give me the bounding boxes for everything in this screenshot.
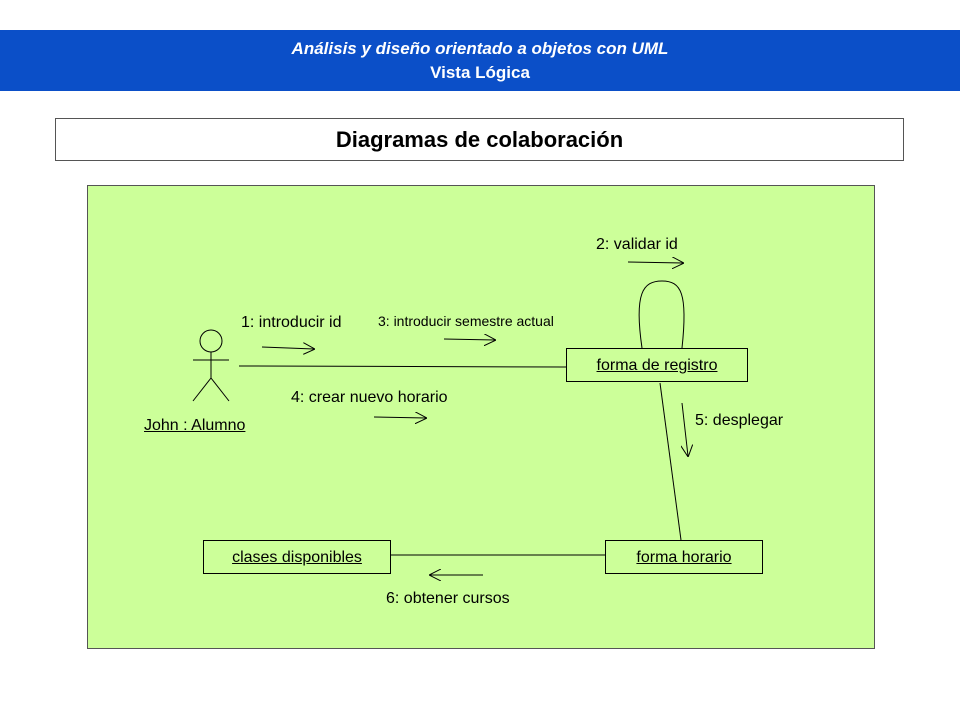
message-4-arrow — [373, 417, 426, 418]
slide-title: Diagramas de colaboración — [55, 118, 904, 161]
message-2-arrow — [627, 262, 683, 263]
object-clases-disponibles: clases disponibles — [203, 540, 391, 574]
link-registro-horario — [659, 382, 682, 541]
message-5-label: 5: desplegar — [695, 412, 784, 429]
header-view-name: Vista Lógica — [430, 63, 530, 82]
actor-label: John : Alumno — [144, 417, 246, 434]
message-3-label: 3: introducir semestre actual — [378, 313, 554, 329]
collaboration-diagram — [192, 185, 875, 649]
message-4-label: 4: crear nuevo horario — [291, 389, 448, 406]
header-banner: Análisis y diseño orientado a objetos co… — [0, 30, 960, 91]
actor-stick-figure — [192, 329, 230, 402]
message-2-label: 2: validar id — [596, 236, 678, 253]
message-6-label: 6: obtener cursos — [386, 590, 510, 607]
message-5-arrow — [682, 402, 688, 456]
link-actor-registro — [238, 365, 567, 368]
header-course-title: Análisis y diseño orientado a objetos co… — [291, 39, 669, 58]
message-3-arrow — [443, 339, 495, 340]
self-link-registro — [638, 280, 685, 349]
object-forma-horario: forma horario — [605, 540, 763, 574]
object-forma-de-registro: forma de registro — [566, 348, 748, 382]
message-1-label: 1: introducir id — [241, 314, 342, 331]
message-1-arrow — [261, 347, 314, 349]
